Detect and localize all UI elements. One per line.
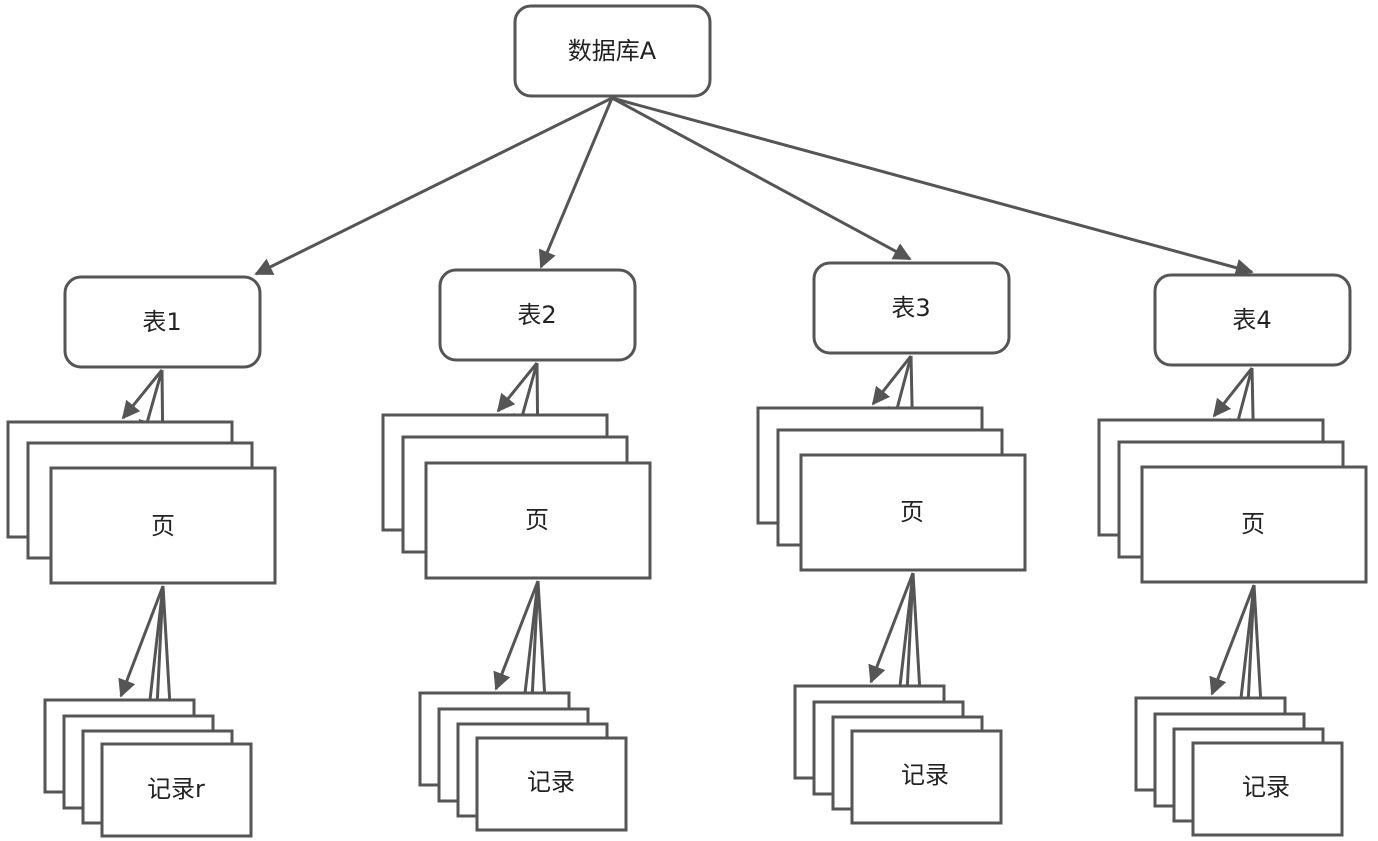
table-label: 表1: [142, 308, 181, 336]
page-to-record-arrow: [493, 580, 540, 691]
page-stack-3[interactable]: [756, 406, 1027, 572]
root-node[interactable]: 数据库A: [513, 4, 712, 98]
record-sheet: [475, 736, 628, 832]
root-to-table-arrow: [611, 96, 1254, 277]
table-to-page-arrow: [121, 369, 164, 420]
stacks-layer: [6, 406, 1368, 838]
table-to-page-arrow: [1212, 367, 1254, 418]
root-label: 数据库A: [568, 37, 657, 65]
page-to-record-arrow: [1209, 584, 1256, 696]
record-stack-4[interactable]: [1134, 696, 1344, 837]
record-label: 记录: [527, 768, 575, 796]
table-to-page-arrow: [871, 355, 913, 406]
table-node-2[interactable]: 表2: [438, 268, 637, 362]
page-label: 页: [1241, 510, 1265, 538]
page-to-record-arrow: [118, 585, 165, 698]
page-sheet: [424, 461, 652, 580]
table-to-page-arrow: [496, 362, 539, 413]
page-sheet: [1140, 465, 1368, 584]
record-stack-2[interactable]: [418, 691, 628, 832]
record-label: 记录r: [147, 775, 205, 803]
record-sheet: [100, 742, 253, 838]
table-node-3[interactable]: 表3: [812, 261, 1011, 355]
page-stack-1[interactable]: [6, 420, 277, 585]
table-node-1[interactable]: 表1: [63, 275, 262, 369]
record-sheet: [850, 729, 1003, 825]
page-to-record-arrow: [868, 572, 915, 684]
page-stack-2[interactable]: [381, 413, 652, 580]
root-to-table-arrow: [611, 96, 912, 261]
root-to-table-arrow: [538, 97, 614, 269]
table-node-4[interactable]: 表4: [1153, 273, 1352, 367]
page-label: 页: [151, 512, 175, 540]
record-label: 记录: [1242, 773, 1290, 801]
table-label: 表2: [517, 301, 556, 329]
page-sheet: [49, 466, 277, 585]
root-to-table-arrow: [254, 96, 613, 276]
page-sheet: [799, 453, 1027, 572]
record-label: 记录: [901, 761, 949, 789]
page-stack-4[interactable]: [1097, 418, 1368, 584]
table-label: 表4: [1232, 306, 1271, 334]
record-stack-1[interactable]: [43, 698, 253, 838]
page-label: 页: [900, 498, 924, 526]
page-label: 页: [525, 506, 549, 534]
record-sheet: [1191, 741, 1344, 837]
table-label: 表3: [891, 294, 930, 322]
edges-layer: [118, 96, 1272, 742]
record-stack-3[interactable]: [793, 684, 1003, 825]
